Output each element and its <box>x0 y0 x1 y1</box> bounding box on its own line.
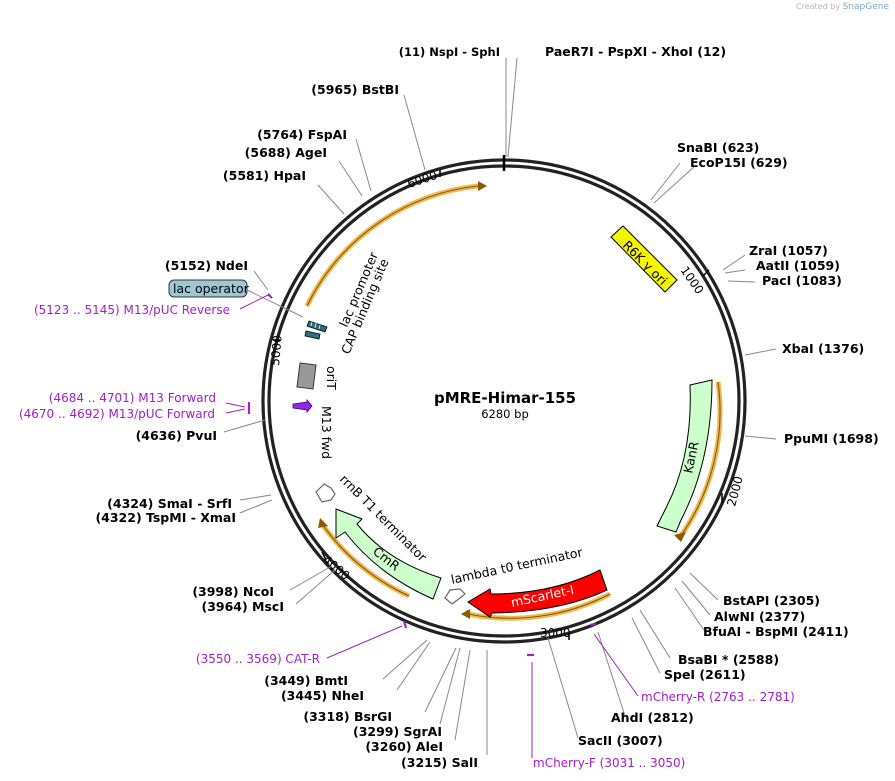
snapgene-credit: Created by SnapGene <box>796 2 889 12</box>
r6k-ori-label: R6K γ ori <box>620 238 671 289</box>
m13-fwd-feature[interactable] <box>292 398 313 414</box>
orf-arrow-4 <box>318 518 328 528</box>
enzyme-bstbi[interactable]: (5965) BstBI <box>311 82 399 97</box>
enzyme-snabi[interactable]: SnaBI (623) <box>677 140 759 155</box>
enzyme-xbai[interactable]: XbaI (1376) <box>782 341 864 356</box>
tick-marks <box>273 170 723 640</box>
enzyme-smai[interactable]: (4324) SmaI - SrfI <box>107 496 232 511</box>
enzyme-paci[interactable]: PacI (1083) <box>762 273 842 288</box>
tick-5000: 5000 <box>268 335 285 367</box>
m13-fwd-label: M13 fwd <box>319 406 334 459</box>
enzyme-nspi[interactable]: (11) NspI - SphI <box>399 45 500 59</box>
primer-mcherry-f[interactable]: mCherry-F (3031 .. 3050) <box>533 756 685 770</box>
tick-2000: 2000 <box>724 475 745 508</box>
primer-cat-r[interactable]: (3550 .. 3569) CAT-R <box>196 652 320 666</box>
enzyme-sacii[interactable]: SacII (3007) <box>578 733 663 748</box>
tick-6000: 6000 <box>406 168 439 191</box>
tick-3000: 3000 <box>540 626 571 640</box>
primer-m13puc-reverse[interactable]: (5123 .. 5145) M13/pUC Reverse <box>34 303 230 317</box>
enzyme-alei[interactable]: (3260) AleI <box>365 739 443 754</box>
kanr-feature[interactable] <box>656 379 713 533</box>
plasmid-name: pMRE-Himar-155 <box>434 389 576 407</box>
enzyme-alwni[interactable]: AlwNI (2377) <box>714 609 805 624</box>
lac-promoter-feature[interactable] <box>306 320 328 333</box>
orf-arrow-2 <box>674 532 686 542</box>
enzyme-bsrgi[interactable]: (3318) BsrGI <box>303 709 392 724</box>
orf-arrow-1 <box>478 181 487 191</box>
kanr-label: KanR <box>680 440 701 475</box>
enzyme-bmti[interactable]: (3449) BmtI <box>264 673 348 688</box>
primer-m13puc-forward[interactable]: (4670 .. 4692) M13/pUC Forward <box>19 407 215 421</box>
enzyme-tspmi[interactable]: (4322) TspMI - XmaI <box>95 510 236 525</box>
enzyme-ecop15i[interactable]: EcoP15I (629) <box>690 155 788 170</box>
enzyme-ncoi[interactable]: (3998) NcoI <box>192 584 274 599</box>
enzyme-hpai[interactable]: (5581) HpaI <box>223 168 306 183</box>
enzyme-ahdi[interactable]: AhdI (2812) <box>611 710 694 725</box>
primer-mcherry-r[interactable]: mCherry-R (2763 .. 2781) <box>641 690 795 704</box>
tick-1000: 1000 <box>678 264 707 297</box>
lac-operator-leader <box>246 289 304 318</box>
enzyme-msci[interactable]: (3964) MscI <box>201 599 284 614</box>
enzyme-bsabi[interactable]: BsaBI * (2588) <box>678 652 779 667</box>
orit-feature[interactable] <box>296 362 317 390</box>
cmr-feature[interactable] <box>335 508 442 600</box>
enzyme-nhei[interactable]: (3445) NheI <box>281 688 364 703</box>
orf-arc-edges <box>306 185 721 619</box>
enzyme-bfuai[interactable]: BfuAI - BspMI (2411) <box>703 624 849 639</box>
lac-operator-box[interactable] <box>168 279 248 298</box>
enzyme-sgrai[interactable]: (3299) SgrAI <box>353 724 442 739</box>
primer-marks <box>247 293 597 657</box>
enzyme-sali[interactable]: (3215) SalI <box>401 755 478 770</box>
lac-operator-label: lac operator <box>173 281 250 296</box>
enzyme-agei[interactable]: (5688) AgeI <box>245 145 327 160</box>
lambda-t0-label: lambda t0 terminator <box>450 544 585 587</box>
r6k-ori-feature[interactable] <box>610 225 678 293</box>
lac-promoter-hatch <box>310 321 321 330</box>
enzyme-labels: (11) NspI - SphI PaeR7I - PspXI - XhoI (… <box>95 44 878 770</box>
orit-label: oriT <box>324 366 339 390</box>
enzyme-aatii[interactable]: AatII (1059) <box>756 258 840 273</box>
primer-m13-forward[interactable]: (4684 .. 4701) M13 Forward <box>49 391 216 405</box>
enzyme-spei[interactable]: SpeI (2611) <box>664 667 746 682</box>
cap-site-feature[interactable] <box>304 330 321 340</box>
enzyme-fspai[interactable]: (5764) FspAI <box>257 127 347 142</box>
enzyme-paer7i[interactable]: PaeR7I - PspXI - XhoI (12) <box>545 44 726 59</box>
enzyme-pvui[interactable]: (4636) PvuI <box>136 428 217 443</box>
enzyme-bstapi[interactable]: BstAPI (2305) <box>723 593 820 608</box>
enzyme-zrai[interactable]: ZraI (1057) <box>749 243 828 258</box>
primer-labels: (5123 .. 5145) M13/pUC Reverse (4684 .. … <box>19 303 795 770</box>
lambda-t0-glyph <box>444 588 466 605</box>
rrnb-glyph <box>315 483 336 503</box>
enzyme-ppumi[interactable]: PpuMI (1698) <box>784 431 879 446</box>
enzyme-ndei[interactable]: (5152) NdeI <box>165 258 248 273</box>
mscarlet-feature[interactable] <box>467 569 608 618</box>
primer-leaders <box>225 293 639 758</box>
plasmid-size: 6280 bp <box>481 407 529 421</box>
orf-arrow-3 <box>461 609 470 619</box>
